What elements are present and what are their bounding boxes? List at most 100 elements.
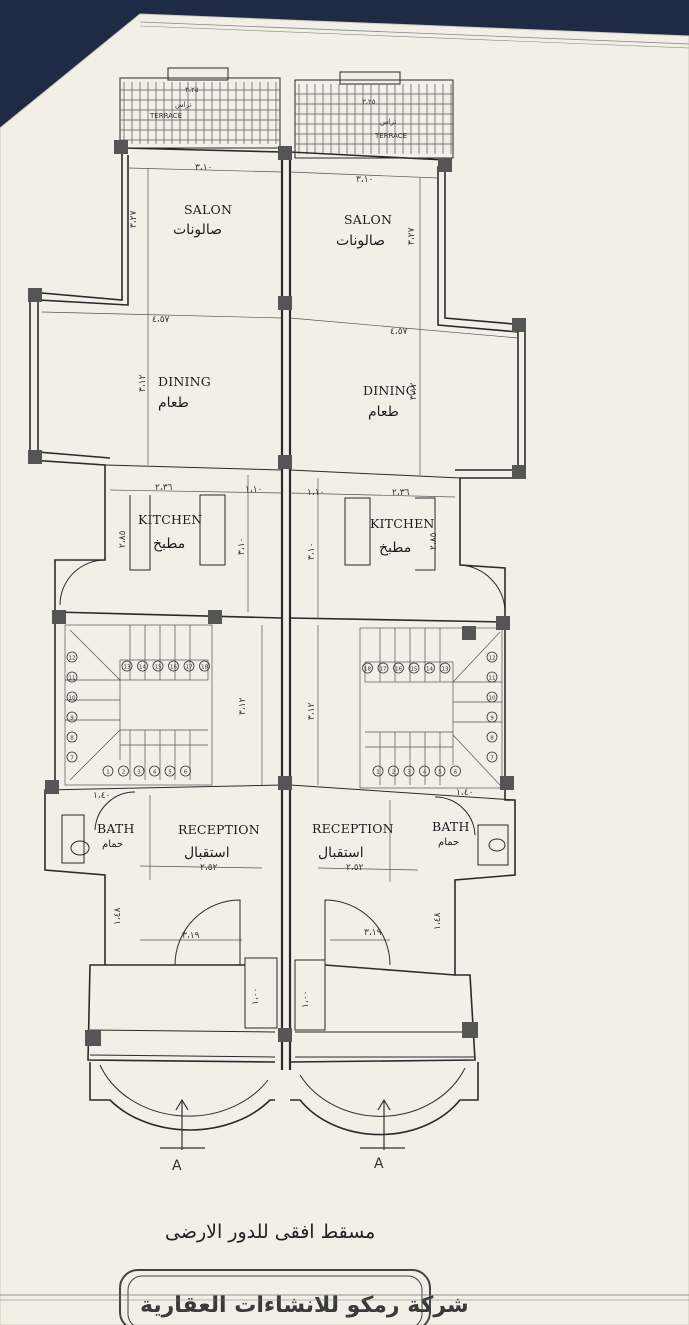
- left-bath-dim-w: ١،٤٠: [93, 791, 110, 801]
- right-stair-landing-circle: [486, 731, 498, 743]
- left-stair-landing-circle: [66, 731, 78, 743]
- right-bath-dim-w: ١،٤٠: [456, 788, 473, 798]
- right-stair-step-lower-circle: [372, 765, 384, 777]
- left-stair-step-lower-circle: [149, 765, 160, 777]
- left-stair-step-upper-circle: [183, 660, 195, 672]
- left-stair-step-upper: 16: [170, 665, 177, 671]
- right-porch-dim: ١،٠٠: [301, 991, 311, 1008]
- right-bath-label: BATH: [432, 819, 470, 834]
- right-reception-label-ar: استقبال: [318, 845, 364, 861]
- right-entrance-dim: ٣،١٩: [364, 928, 382, 938]
- right-dining-dim-h: ٣،١٢: [409, 382, 419, 400]
- left-stair-landing: 11: [69, 676, 76, 682]
- left-reception-label-ar: استقبال: [184, 845, 230, 861]
- left-stair-step-upper-circle: [152, 660, 164, 672]
- left-stair-landing-circle: [66, 691, 78, 703]
- right-terrace-label-ar: تراس: [380, 118, 396, 126]
- left-kitchen-label-ar: مطبخ: [153, 536, 185, 552]
- right-kitchen-label: KITCHEN: [370, 516, 435, 531]
- left-corridor-dim: ١،٤٨: [113, 907, 123, 925]
- left-stair-step-lower-circle: [102, 765, 114, 777]
- kitchen-counters: [129, 494, 436, 571]
- right-stair-step-lower: 6: [454, 770, 458, 776]
- right-kitchen-dim-h: ٢،٨٥: [429, 532, 439, 550]
- right-stair-step-upper: 13: [442, 667, 449, 673]
- right-stair-step-lower: 1: [376, 770, 380, 776]
- left-stair-landing-circle: [66, 711, 78, 723]
- right-stair-step-lower-circle: [419, 765, 430, 777]
- left-stair-step-upper: 15: [155, 665, 162, 671]
- right-dining-dim-w: ٤،٥٧: [390, 327, 408, 337]
- right-stair-landing-circle: [486, 651, 498, 663]
- left-kitchen-label: KITCHEN: [138, 512, 203, 527]
- left-stair-step-lower: 4: [153, 770, 157, 776]
- right-stair-step-lower: 2: [392, 770, 396, 776]
- section-mark-right: A: [374, 1156, 384, 1172]
- left-salon-dim-w: ٣،١٠: [195, 163, 212, 173]
- columns: [28, 140, 526, 1046]
- left-stair-landing-circle: [66, 671, 78, 683]
- right-hall-dim-1: ٣،١٠: [307, 543, 317, 560]
- left-dining-label: DINING: [158, 374, 211, 389]
- left-reception-label: RECEPTION: [178, 822, 260, 837]
- right-stair-landing: 11: [489, 676, 496, 682]
- right-stair-landing: 7: [490, 756, 494, 762]
- left-stair-step-upper: 17: [186, 665, 193, 671]
- right-terrace-label: TERRACE: [374, 132, 407, 140]
- right-stair-step-lower-circle: [450, 765, 461, 777]
- left-stair-step-lower-circle: [118, 765, 129, 777]
- right-stair-step-lower: 5: [438, 770, 442, 776]
- right-salon-label: SALON: [344, 212, 392, 227]
- left-salon-label: SALON: [184, 202, 232, 217]
- stamp-text: شركة رمكو للانشاءات العقارية: [140, 1293, 469, 1318]
- left-stair-step-upper: 14: [139, 665, 146, 671]
- right-stair-step-upper-circle: [377, 662, 389, 674]
- right-stair-step-upper: 16: [395, 667, 402, 673]
- right-stair-step-upper: 18: [364, 667, 371, 673]
- left-hall-dim-3: ١،١٠: [245, 485, 262, 495]
- left-dining-dim-w: ٤،٥٧: [152, 315, 170, 325]
- plan-caption: مسقط افقى للدور الارضى: [165, 1221, 375, 1243]
- right-stair-landing: 8: [490, 736, 494, 742]
- right-stair-landing-circle: [486, 711, 498, 723]
- right-stair-step-upper-circle: [362, 662, 373, 674]
- left-reception-dim-w: ٢،٥٢: [200, 863, 218, 873]
- right-stair-step-upper-circle: [424, 662, 435, 674]
- left-stair-step-upper-circle: [121, 660, 133, 672]
- left-terrace-label-ar: تراس: [175, 101, 191, 109]
- right-reception-dim-w: ٢،٥٢: [346, 863, 364, 873]
- right-hall-dim-2: ٣،١٢: [307, 702, 317, 720]
- right-dining-label: DINING: [363, 383, 416, 398]
- left-stair-step-lower: 5: [168, 770, 172, 776]
- right-stair-landing-circle: [486, 751, 498, 763]
- right-terrace-dim: ٣،٢٥: [362, 98, 376, 106]
- left-stair-step-lower: 3: [137, 770, 141, 776]
- left-bath-label-ar: حمام: [102, 839, 123, 850]
- porch-arches: [89, 1062, 479, 1136]
- left-stair-step-upper: 13: [124, 665, 131, 671]
- left-stair-landing: 9: [70, 716, 74, 722]
- left-entrance-dim: ٣،١٩: [182, 931, 200, 941]
- left-stair-step-upper-circle: [137, 660, 148, 672]
- right-stair-step-lower-circle: [388, 765, 399, 777]
- right-stair-step-upper: 14: [426, 667, 433, 673]
- left-stair-landing: 10: [69, 696, 76, 702]
- right-stair-step-upper-circle: [393, 662, 404, 674]
- left-hall-dim-2: ٣،١٢: [238, 697, 248, 715]
- left-dining-dim-h: ٣،١٢: [138, 374, 148, 392]
- left-dining-label-ar: طعام: [158, 395, 189, 411]
- terrace-hatching: [120, 82, 453, 154]
- doors: [59, 559, 506, 966]
- left-stair-landing: 7: [70, 756, 74, 762]
- left-stair-landing: 8: [70, 736, 74, 742]
- right-unit-outer-wall: [289, 160, 526, 1063]
- right-bath-label-ar: حمام: [438, 837, 459, 848]
- right-stair-step-upper: 17: [380, 667, 387, 673]
- right-stair-step-lower-circle: [403, 765, 415, 777]
- left-stair-step-lower-circle: [180, 765, 191, 777]
- left-terrace: [119, 77, 281, 149]
- left-stair-step-lower: 2: [122, 770, 126, 776]
- left-stair-landing: 12: [69, 656, 76, 662]
- left-bath-label: BATH: [97, 821, 135, 836]
